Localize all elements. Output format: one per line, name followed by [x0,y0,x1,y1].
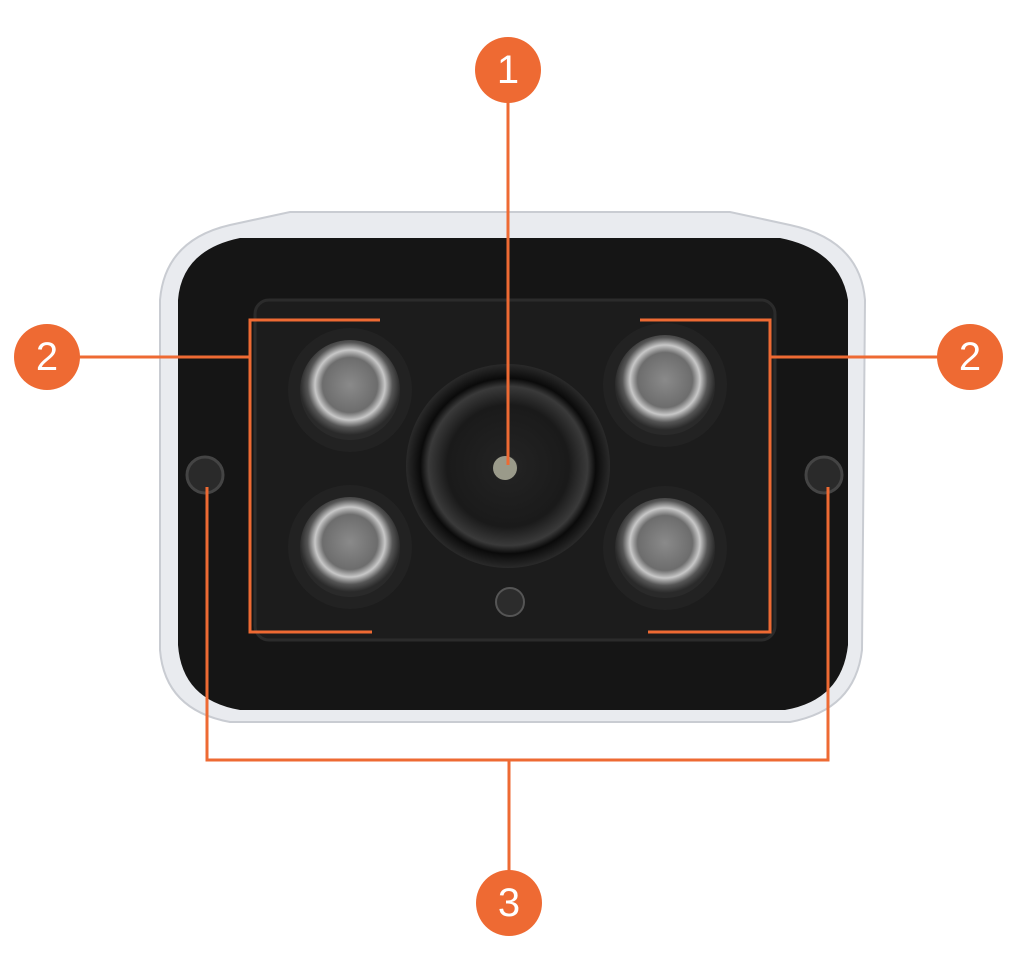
callout-badge-2-right: 2 [937,324,1003,390]
callout-lines [75,100,945,875]
callout-badge-3: 3 [476,870,542,936]
svg-text:2: 2 [36,335,58,379]
svg-text:3: 3 [498,881,520,925]
infrared-leds [288,323,727,610]
light-sensor [495,587,525,617]
mounting-screws [185,455,844,495]
lens [406,364,610,617]
svg-text:1: 1 [497,48,519,92]
callout-badge-2-left: 2 [14,324,80,390]
svg-text:2: 2 [959,335,981,379]
callout-badge-1: 1 [475,37,541,103]
